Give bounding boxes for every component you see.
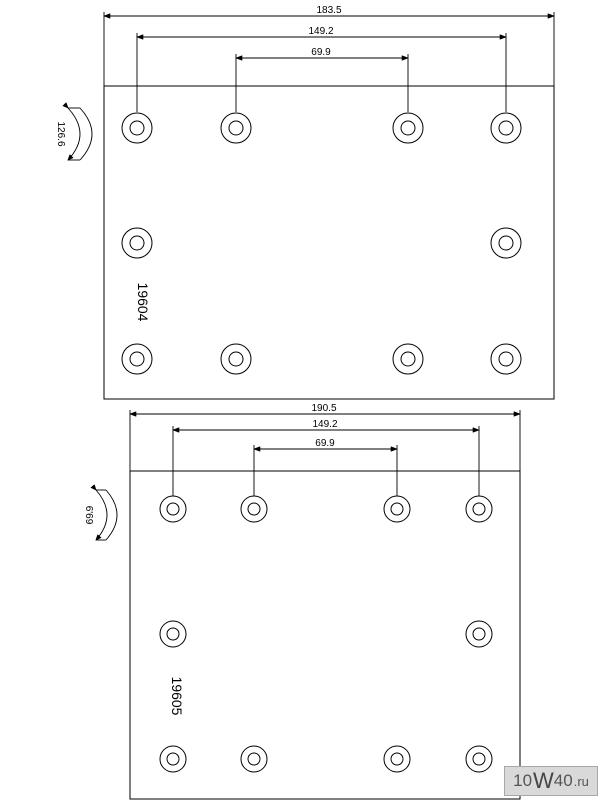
arc-indicator-icon (62, 102, 81, 161)
drawing-19604: 183.5 149.2 69.9 126.6 19604 (55, 5, 555, 400)
rivet-hole-icon (159, 745, 187, 773)
overall-width-dimension: 183.5 (316, 5, 341, 16)
rivet-hole-icon (490, 227, 522, 259)
watermark-part3: 40 (553, 771, 573, 790)
watermark-part2: W (533, 768, 554, 793)
outer-spacing-dimension: 149.2 (308, 26, 333, 37)
rivet-hole-icon (240, 745, 268, 773)
rivet-hole-icon (159, 495, 187, 523)
drawing-19605: 190.5 149.2 69.9 6'69 19605 (83, 403, 521, 800)
rivet-hole-icon (392, 343, 424, 375)
watermark-part4: .ru (573, 773, 589, 789)
rivet-hole-icon (159, 620, 187, 648)
rivet-hole-icon (121, 227, 153, 259)
watermark-part1: 10 (513, 771, 533, 790)
rivet-hole-icon (383, 745, 411, 773)
part-number-label: 19604 (135, 283, 151, 322)
rivet-hole-icon (392, 112, 424, 144)
rivet-hole-icon (220, 343, 252, 375)
rivet-hole-icon (121, 112, 153, 144)
rivet-hole-icon (490, 343, 522, 375)
rivet-hole-icon (121, 343, 153, 375)
inner-spacing-dimension: 69.9 (311, 47, 331, 58)
rivet-hole-icon (240, 495, 268, 523)
rivet-hole-icon (465, 495, 493, 523)
rivet-hole-icon (383, 495, 411, 523)
rivet-hole-icon (490, 112, 522, 144)
inner-spacing-dimension: 69.9 (315, 438, 335, 449)
overall-width-dimension: 190.5 (311, 403, 336, 414)
outer-spacing-dimension: 149.2 (312, 419, 337, 430)
lining-plate-outline (129, 470, 521, 800)
rivet-hole-icon (220, 112, 252, 144)
arc-radius-dimension: 6'69 (83, 506, 94, 525)
rivet-hole-icon (465, 620, 493, 648)
lining-plate-outline (103, 85, 555, 400)
arc-radius-dimension: 126.6 (55, 121, 66, 146)
arc-indicator-icon (90, 484, 108, 541)
part-number-label: 19605 (169, 677, 185, 716)
rivet-hole-icon (465, 745, 493, 773)
